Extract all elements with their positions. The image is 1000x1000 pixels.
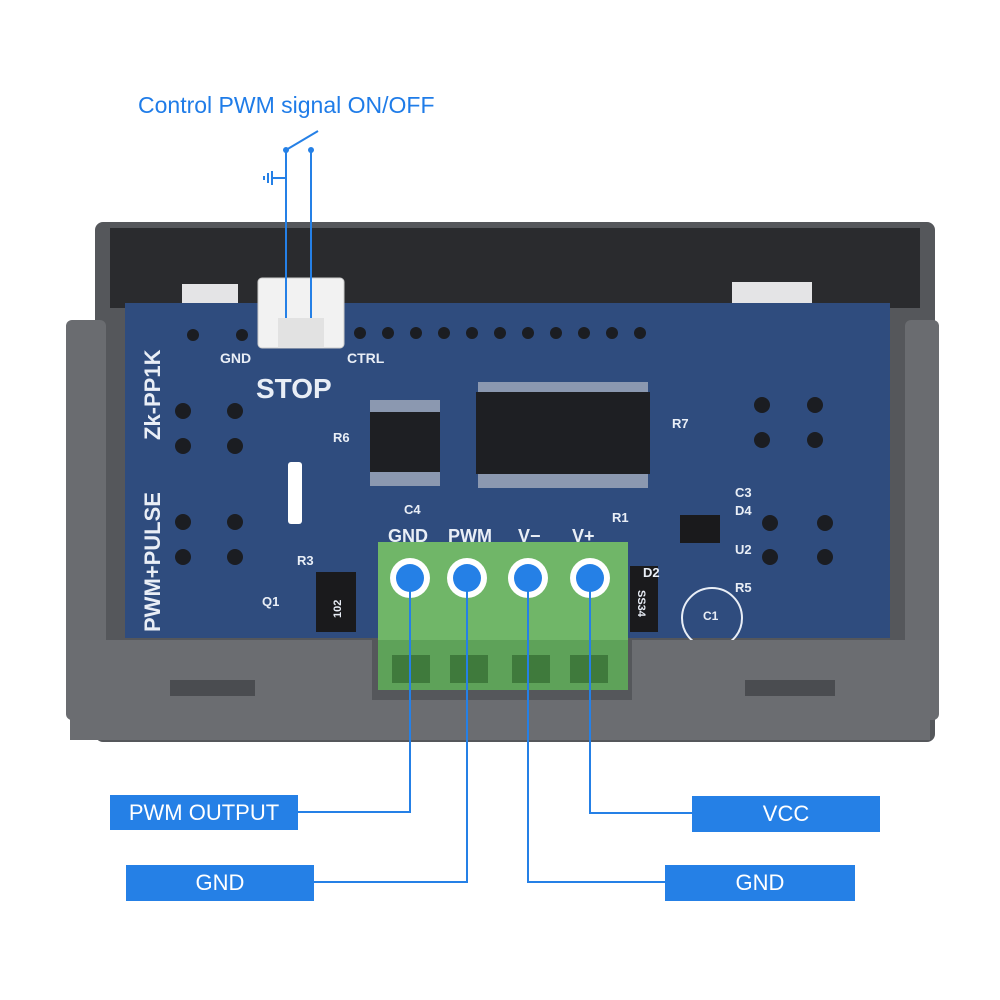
pcb-pins bbox=[175, 327, 833, 565]
pcb-model: Zk-PP1K bbox=[140, 349, 165, 440]
terminal-label-gnd: GND bbox=[388, 526, 428, 546]
label-vcc: VCC bbox=[692, 796, 880, 832]
pcb-type: PWM+PULSE bbox=[140, 492, 165, 632]
label-c3: C3 bbox=[735, 485, 752, 500]
label-102: 102 bbox=[332, 600, 344, 618]
terminal-label-pwm: PWM bbox=[448, 526, 492, 546]
header-pads bbox=[288, 462, 302, 524]
label-r6: R6 bbox=[333, 430, 350, 445]
case-side-right bbox=[905, 320, 939, 720]
label-d2: D2 bbox=[643, 565, 660, 580]
diode-ss34 bbox=[630, 566, 658, 632]
label-r5: R5 bbox=[735, 580, 752, 595]
wiring-lines bbox=[263, 130, 692, 883]
ic-small bbox=[370, 412, 440, 472]
label-q1: Q1 bbox=[262, 594, 279, 609]
label-r3: R3 bbox=[297, 553, 314, 568]
case-side-left bbox=[66, 320, 106, 720]
title-control-pwm: Control PWM signal ON/OFF bbox=[138, 92, 435, 118]
resistor-102 bbox=[316, 572, 356, 632]
switch-lever bbox=[285, 130, 319, 151]
label-c4: C4 bbox=[404, 502, 421, 517]
label-c1: C1 bbox=[703, 609, 719, 623]
label-r7: R7 bbox=[672, 416, 689, 431]
terminal-label-vminus: V− bbox=[518, 526, 541, 546]
pcb-label-gnd: GND bbox=[220, 350, 251, 366]
label-pwm-output: PWM OUTPUT bbox=[110, 795, 298, 830]
label-gnd-right: GND bbox=[665, 865, 855, 901]
u2-chip bbox=[680, 515, 720, 543]
terminal-label-vplus: V+ bbox=[572, 526, 595, 546]
label-gnd-left: GND bbox=[126, 865, 314, 901]
pcb-label-ctrl: CTRL bbox=[347, 350, 385, 366]
ic-large bbox=[476, 392, 650, 474]
label-d4: D4 bbox=[735, 503, 752, 518]
pcb-label-stop: STOP bbox=[256, 373, 332, 404]
label-ss34: SS34 bbox=[635, 590, 647, 618]
label-r1: R1 bbox=[612, 510, 629, 525]
case-front bbox=[70, 640, 930, 740]
label-u2: U2 bbox=[735, 542, 752, 557]
